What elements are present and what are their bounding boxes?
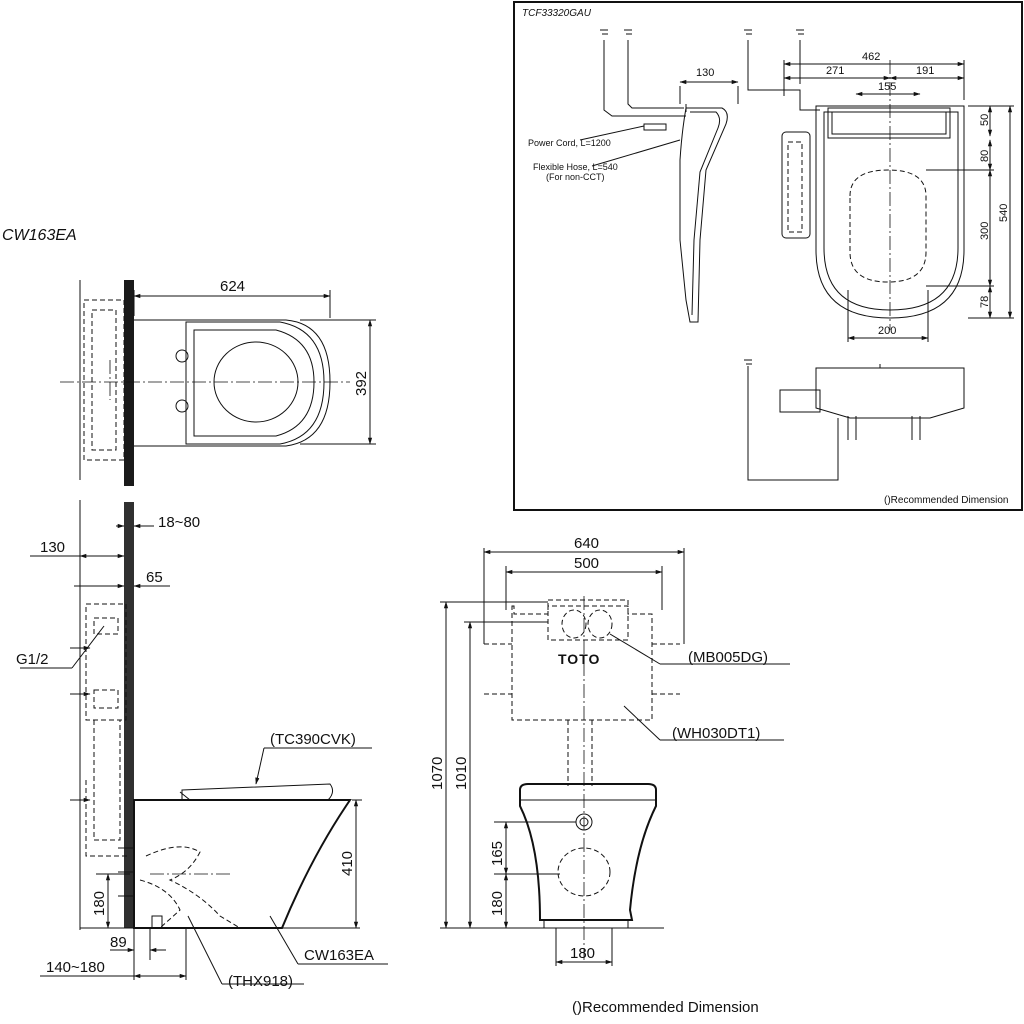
non-cct-label: (For non-CCT): [546, 172, 605, 182]
front-dim-180-height: 180: [489, 891, 506, 916]
side-elevation-view: [70, 500, 360, 930]
seat-dim-271: 271: [826, 65, 844, 77]
trap-ref-label: (THX918): [228, 973, 293, 990]
seat-dim-130: 130: [696, 67, 714, 79]
seat-front-view: [744, 359, 965, 481]
seat-ref-label: (TC390CVK): [270, 731, 356, 748]
side-dim-130: 130: [40, 539, 65, 556]
side-dim-65: 65: [146, 569, 163, 586]
front-dim-1070: 1070: [429, 757, 446, 790]
recommended-dimension-note: ()Recommended Dimension: [572, 999, 759, 1016]
side-dim-89: 89: [110, 934, 127, 951]
seat-detail-panel: TCF33320GAU Power Cord, L=1200 Flexible …: [513, 1, 1023, 511]
side-dim-18-80: 18~80: [158, 514, 200, 531]
plate-ref-label: (MB005DG): [688, 649, 768, 666]
main-model-title: CW163EA: [2, 227, 77, 244]
side-dim-140-180: 140~180: [46, 959, 105, 976]
top-plan-view: [60, 280, 350, 486]
power-cord-label: Power Cord, L=1200: [528, 138, 611, 148]
seat-recommended-note: ()Recommended Dimension: [884, 495, 1009, 506]
front-dim-165: 165: [489, 841, 506, 866]
frame-ref-label: (WH030DT1): [672, 725, 760, 742]
front-dim-500: 500: [574, 555, 599, 572]
side-dim-410: 410: [339, 851, 356, 876]
seat-dim-462: 462: [862, 51, 880, 63]
front-dim-640: 640: [574, 535, 599, 552]
seat-dim-540: 540: [998, 204, 1010, 222]
flexible-hose-label: Flexible Hose, L=540: [533, 162, 618, 172]
front-dim-180-width: 180: [570, 945, 595, 962]
bowl-model-label: CW163EA: [304, 947, 374, 964]
seat-dim-50: 50: [979, 114, 991, 126]
seat-dim-300: 300: [979, 222, 991, 240]
front-elevation-view: TOTO: [440, 596, 680, 960]
top-dim-624: 624: [220, 278, 245, 295]
seat-side-profile: [579, 29, 728, 323]
seat-dim-80: 80: [979, 150, 991, 162]
side-g12-label: G1/2: [16, 651, 49, 668]
seat-dim-155: 155: [878, 81, 896, 93]
seat-model-title: TCF33320GAU: [522, 8, 592, 19]
seat-dim-78: 78: [979, 296, 991, 308]
side-dim-180: 180: [91, 891, 108, 916]
front-dim-1010: 1010: [453, 757, 470, 790]
seat-dim-191: 191: [916, 65, 934, 77]
toto-logo: TOTO: [558, 651, 600, 667]
top-dim-392: 392: [353, 371, 370, 396]
seat-dim-200: 200: [878, 325, 896, 337]
